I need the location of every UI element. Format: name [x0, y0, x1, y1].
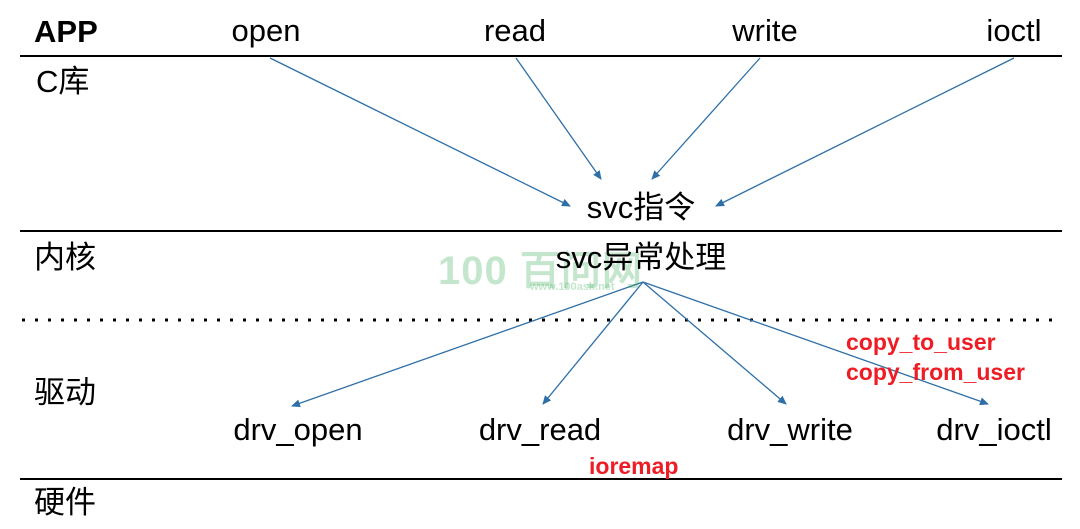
arrow-ioctl-to-svc [715, 57, 1015, 207]
layer-label-hardware: 硬件 [34, 485, 96, 520]
layer-label-kernel: 内核 [34, 240, 96, 275]
app-call-write: write [732, 13, 798, 48]
annotation-ioremap: ioremap [589, 453, 679, 479]
driver-func-drv-open: drv_open [233, 412, 363, 447]
arrow-open-to-svc [269, 57, 571, 207]
dispatch-arrows [291, 281, 989, 408]
arrow-write-to-svc [651, 57, 761, 180]
svc-handler-node: svc异常处理 [555, 240, 727, 275]
driver-func-drv-ioctl: drv_ioctl [936, 412, 1052, 447]
arrow-svc-to-drv-ioctl [642, 281, 989, 406]
layer-label-app: APP [34, 14, 98, 49]
layer-label-clib: C库 [36, 64, 90, 99]
driver-func-drv-read: drv_read [478, 412, 602, 447]
arrow-read-to-svc [515, 57, 602, 180]
app-call-open: open [231, 13, 301, 48]
arrow-svc-to-drv-open [291, 281, 644, 408]
svc-instruction-node: svc指令 [586, 190, 696, 225]
annotation-copy-from-user: copy_from_user [846, 359, 1025, 385]
driver-func-drv-write: drv_write [727, 412, 853, 447]
watermark-url: www.100ask.net [530, 281, 615, 293]
syscall-arrows [269, 57, 1015, 207]
layer-label-driver: 驱动 [34, 375, 96, 410]
app-call-read: read [483, 13, 547, 48]
annotation-copy-to-user: copy_to_user [846, 329, 996, 355]
app-call-ioctl: ioctl [986, 13, 1042, 48]
arrow-svc-to-drv-write [642, 281, 787, 405]
watermark-logo: 100 百问网 [438, 249, 643, 293]
arrow-svc-to-drv-read [542, 281, 644, 405]
